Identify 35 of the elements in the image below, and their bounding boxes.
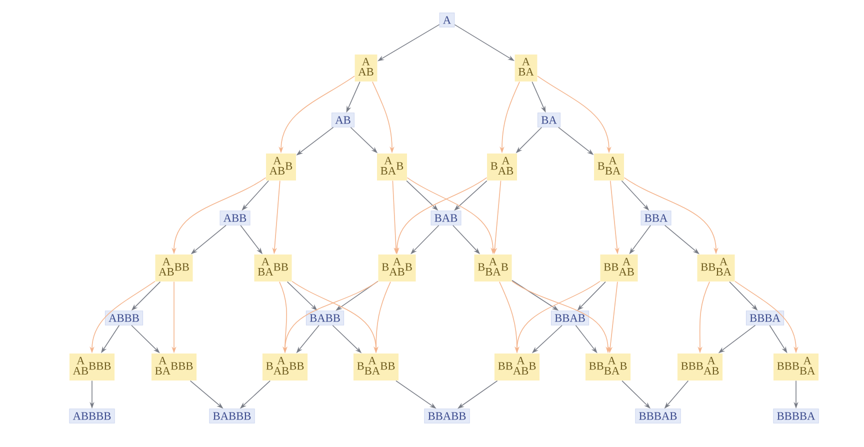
state-box: BABB bbox=[306, 310, 344, 326]
event-box: A BA BB bbox=[254, 254, 292, 282]
state-box: BABBB bbox=[209, 408, 255, 424]
state-box: A bbox=[439, 12, 455, 28]
event-box: B A BA bbox=[594, 154, 624, 181]
state-box: BBBA bbox=[746, 310, 784, 326]
state-box: ABB bbox=[220, 210, 250, 226]
event-box: BBB A BA bbox=[773, 354, 819, 381]
event-box: BB A AB bbox=[600, 254, 638, 282]
event-box: A AB BB bbox=[155, 254, 193, 282]
state-box: ABBBB bbox=[69, 408, 115, 424]
event-box: B A BA BB bbox=[353, 354, 399, 381]
state-box: BBABB bbox=[424, 408, 470, 424]
state-box: BBAB bbox=[550, 310, 590, 326]
event-box: A BA BBB bbox=[151, 354, 197, 381]
event-box: A BA bbox=[514, 54, 538, 82]
state-box: BBBAB bbox=[635, 408, 681, 424]
event-box: A BA B bbox=[377, 154, 407, 181]
state-box: BBBBA bbox=[773, 408, 819, 424]
event-box: B A AB B bbox=[378, 254, 416, 282]
event-box: A AB B bbox=[266, 154, 296, 181]
event-box: BB A AB B bbox=[494, 354, 540, 381]
state-box: BBA bbox=[640, 210, 672, 226]
event-box: B A BA B bbox=[474, 254, 512, 282]
event-box: BB A BA B bbox=[585, 354, 631, 381]
state-box: BAB bbox=[430, 210, 462, 226]
event-box: B A AB BB bbox=[262, 354, 308, 381]
event-box: B A AB bbox=[487, 154, 517, 181]
event-box: A AB bbox=[354, 54, 378, 82]
event-box: BB A BA bbox=[697, 254, 735, 282]
state-box: ABBB bbox=[104, 310, 144, 326]
state-box: AB bbox=[332, 112, 354, 128]
event-box: BBB A AB bbox=[677, 354, 723, 381]
state-box: BA bbox=[538, 112, 560, 128]
event-box: A AB BBB bbox=[69, 354, 115, 381]
